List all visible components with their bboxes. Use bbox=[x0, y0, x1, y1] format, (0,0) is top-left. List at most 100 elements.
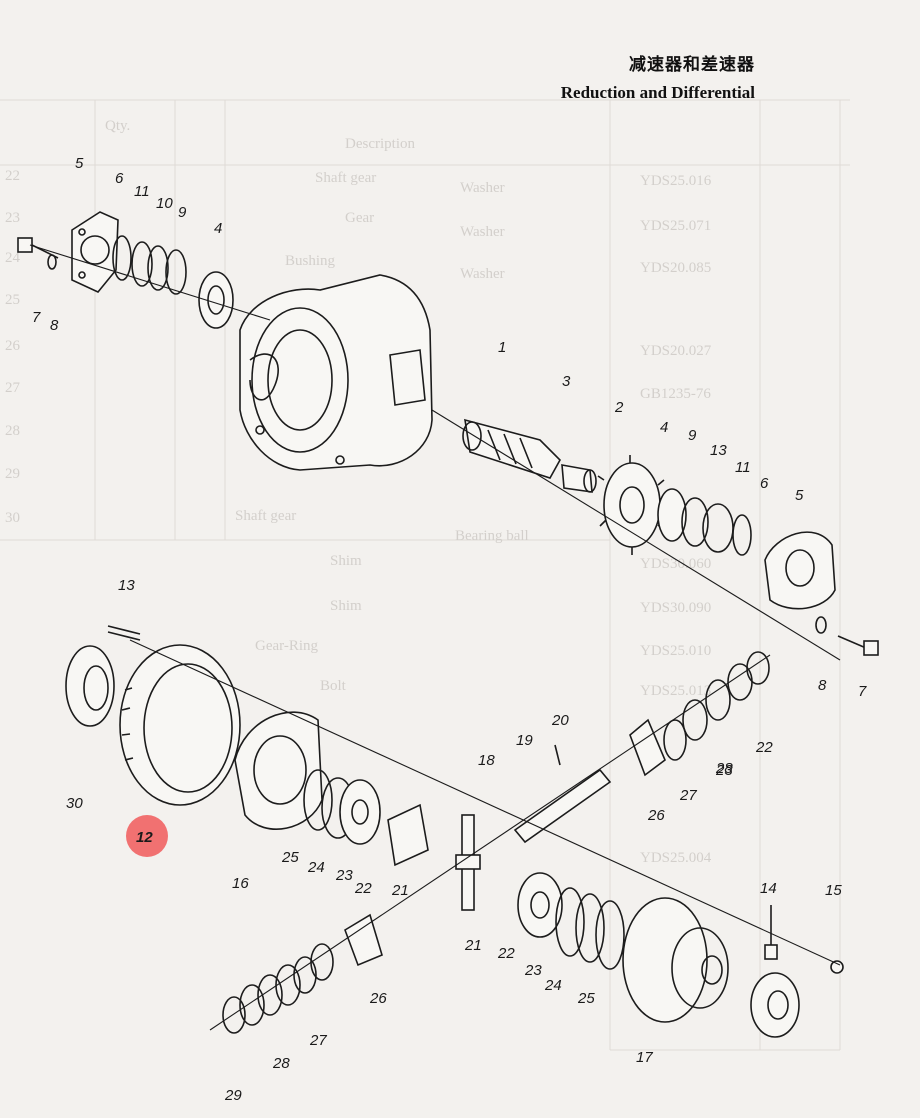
callout-14: 14 bbox=[760, 880, 777, 897]
part-bearing-30 bbox=[65, 645, 115, 727]
callout-27-right: 27 bbox=[679, 787, 697, 804]
part-bushing bbox=[561, 464, 597, 493]
callout-9-upper: 9 bbox=[178, 204, 187, 221]
ghost-desc-7: Gear-Ring bbox=[255, 638, 319, 654]
ghost-code-9: YDS25.013 bbox=[640, 683, 711, 699]
part-bolt-right bbox=[815, 616, 879, 656]
part-cover-plate-right bbox=[764, 531, 836, 610]
part-cross-shaft-18 bbox=[455, 814, 481, 911]
ghost-desc-11: Shaft gear bbox=[235, 508, 296, 524]
part-pin-20 bbox=[554, 744, 561, 766]
callout-21-lower: 21 bbox=[464, 937, 482, 954]
ghost-row-1: 22 bbox=[5, 168, 20, 184]
callout-19: 19 bbox=[516, 732, 533, 749]
callout-20: 20 bbox=[551, 712, 569, 729]
ghost-code-6: YDS30.060 bbox=[640, 556, 711, 572]
callout-26-lower: 26 bbox=[369, 990, 387, 1007]
callout-2: 2 bbox=[614, 399, 624, 416]
callout-27-lower: 27 bbox=[309, 1032, 327, 1049]
title-english: Reduction and Differential bbox=[560, 83, 755, 102]
callout-24-lower: 24 bbox=[544, 977, 562, 994]
part-shaft-gear bbox=[462, 418, 561, 479]
callout-13-right: 13 bbox=[710, 442, 727, 459]
title-chinese: 减速器和差速器 bbox=[629, 55, 755, 75]
part-gear-2 bbox=[597, 455, 665, 555]
ghost-row-3: 24 bbox=[5, 250, 21, 266]
part-bevel-gear-21-left bbox=[387, 803, 429, 867]
callout-8-upper: 8 bbox=[50, 317, 59, 334]
ghost-code-8: YDS25.010 bbox=[640, 643, 711, 659]
callout-7-upper: 7 bbox=[32, 309, 41, 326]
callout-6-right: 6 bbox=[760, 475, 769, 492]
callout-22-left: 22 bbox=[354, 880, 372, 897]
callout-26-upper: 26 bbox=[647, 807, 665, 824]
callout-28-lower: 28 bbox=[272, 1055, 290, 1072]
ghost-desc-9: Shim bbox=[330, 553, 362, 569]
callout-17: 17 bbox=[636, 1049, 653, 1066]
callout-1: 1 bbox=[498, 339, 506, 356]
callout-6-upper: 6 bbox=[115, 170, 124, 187]
ghost-code-4: YDS20.027 bbox=[640, 343, 712, 359]
callout-13-left: 13 bbox=[118, 577, 135, 594]
part-bearing-upper-left bbox=[198, 271, 234, 329]
ghost-desc-4: Washer bbox=[460, 180, 505, 196]
part-gear-ring-12 bbox=[119, 644, 241, 806]
callout-3: 3 bbox=[562, 373, 571, 390]
callout-18: 18 bbox=[478, 752, 495, 769]
callout-labels: 1 2 3 4 4 5 5 6 6 7 7 8 8 9 9 10 11 11 1… bbox=[32, 155, 867, 1104]
part-planet-gear-26-lower bbox=[344, 913, 383, 967]
ghost-code-1: YDS25.016 bbox=[640, 173, 712, 189]
background-table: Qty. Description Shaft gear Gear Bushing… bbox=[0, 99, 850, 1051]
callout-23-right: 23 bbox=[715, 762, 733, 779]
callout-21-upper: 21 bbox=[391, 882, 409, 899]
page-header: 减速器和差速器 Reduction and Differential bbox=[561, 50, 755, 103]
part-differential-case-16 bbox=[234, 711, 323, 830]
part-gear-stack-lower bbox=[555, 887, 625, 970]
callout-12: 12 bbox=[136, 829, 153, 846]
ghost-row-8: 29 bbox=[5, 466, 20, 482]
callout-10: 10 bbox=[156, 195, 173, 212]
callout-8-right: 8 bbox=[818, 677, 827, 694]
callout-30: 30 bbox=[66, 795, 83, 812]
callout-23-left: 23 bbox=[335, 867, 353, 884]
callout-15: 15 bbox=[825, 882, 842, 899]
part-washer-stack-lower-left bbox=[222, 943, 334, 1034]
callout-22-lower: 22 bbox=[497, 945, 515, 962]
part-gear-stack-left bbox=[303, 769, 381, 845]
ghost-row-7: 28 bbox=[5, 423, 20, 439]
part-bolts-14-15 bbox=[764, 905, 844, 974]
callout-5-upper: 5 bbox=[75, 155, 84, 172]
callout-25-left: 25 bbox=[281, 849, 299, 866]
part-reduction-housing bbox=[239, 274, 433, 471]
ghost-desc-10: Shim bbox=[330, 598, 362, 614]
callout-7-right: 7 bbox=[858, 683, 867, 700]
ghost-row-5: 26 bbox=[5, 338, 21, 354]
callout-28-right: 28 bbox=[715, 760, 733, 777]
ghost-code-2: YDS25.071 bbox=[640, 218, 711, 234]
ghost-desc-12: Bearing ball bbox=[455, 528, 529, 544]
part-bearing-lower-right bbox=[750, 972, 800, 1038]
ghost-code-10: YDS25.004 bbox=[640, 850, 712, 866]
ghost-qty-header: Qty. bbox=[105, 118, 130, 134]
callout-4-right: 4 bbox=[660, 419, 668, 436]
ghost-row-4: 25 bbox=[5, 292, 20, 308]
part-washer-stack-upper-right bbox=[663, 651, 770, 761]
ghost-desc-3: Bushing bbox=[285, 253, 336, 269]
callout-9-right: 9 bbox=[688, 427, 697, 444]
assembly-axis-lines bbox=[29, 244, 841, 1031]
part-bolt-13 bbox=[107, 625, 141, 641]
callout-24-left: 24 bbox=[307, 859, 325, 876]
part-bearing-right-stack bbox=[657, 488, 752, 556]
part-cover-plate-upper bbox=[71, 211, 119, 293]
ghost-desc-header: Description bbox=[345, 136, 415, 152]
ghost-desc-5: Washer bbox=[460, 224, 505, 240]
part-differential-case-17 bbox=[622, 897, 729, 1023]
ghost-code-7: YDS30.090 bbox=[640, 600, 711, 616]
callout-22-right: 22 bbox=[755, 739, 773, 756]
highlight-marker bbox=[126, 815, 168, 857]
ghost-code-5: GB1235-76 bbox=[640, 386, 711, 402]
ghost-desc-6: Washer bbox=[460, 266, 505, 282]
ghost-row-9: 30 bbox=[5, 510, 20, 526]
